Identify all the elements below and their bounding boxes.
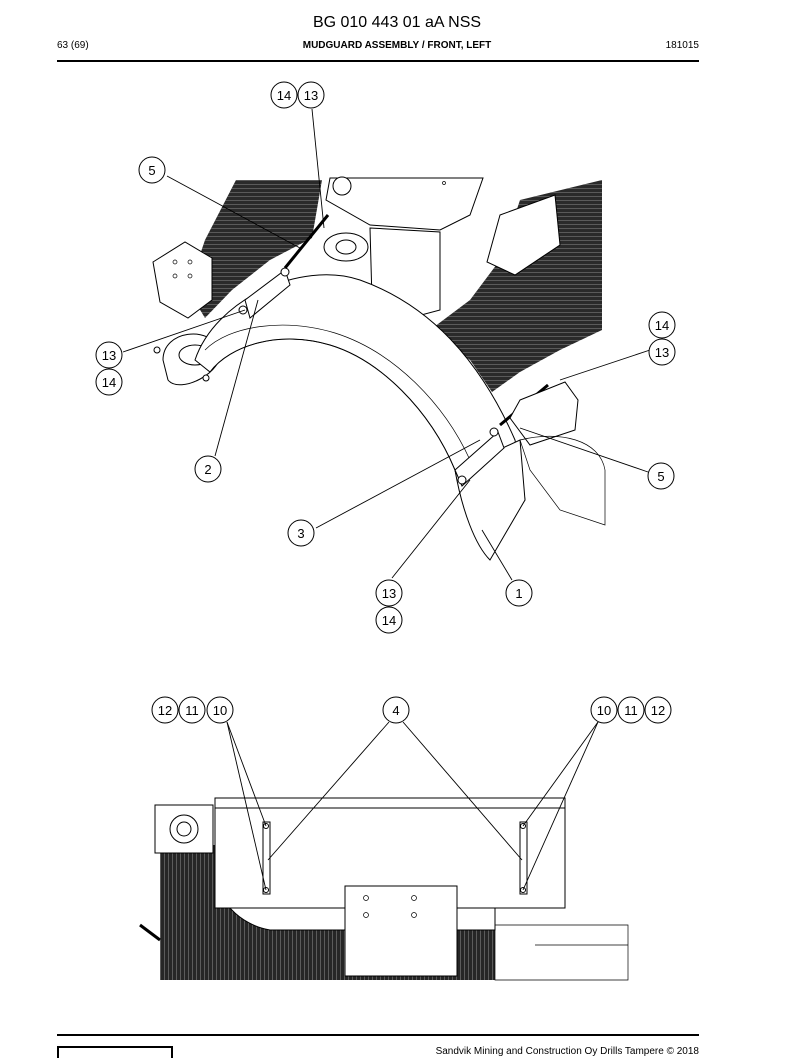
svg-text:4: 4 [392,703,399,718]
right-bracket [509,381,579,446]
document-date: 181015 [665,40,699,51]
callout-14-bottom: 14 [375,606,403,634]
frame-top [325,177,484,231]
callout-13-right: 13 [648,338,676,366]
svg-text:14: 14 [277,88,291,103]
sandvik-logo [57,1046,173,1058]
svg-text:5: 5 [657,469,664,484]
svg-text:10: 10 [597,703,611,718]
callout-10-left: 10 [206,696,234,724]
svg-text:13: 13 [102,348,116,363]
svg-text:10: 10 [213,703,227,718]
callout-5-right: 5 [647,462,675,490]
track-window [486,194,561,276]
callout-10-right: 10 [590,696,618,724]
svg-text:14: 14 [382,613,396,628]
svg-text:13: 13 [655,345,669,360]
footer-copyright: Sandvik Mining and Construction Oy Drill… [435,1046,699,1057]
callout-11-right: 11 [617,696,645,724]
callout-12-right: 12 [644,696,672,724]
side-frame [344,885,458,977]
page-title: MUDGUARD ASSEMBLY / FRONT, LEFT [302,40,492,51]
callout-2: 2 [194,455,222,483]
callout-12-left: 12 [151,696,179,724]
document-number: BG 010 443 01 aA NSS [312,14,482,31]
callout-14-top: 14 [270,81,298,109]
callout-13-top: 13 [297,81,325,109]
callout-3: 3 [287,519,315,547]
svg-text:14: 14 [655,318,669,333]
callout-11-left: 11 [178,696,206,724]
callout-13-bottom: 13 [375,579,403,607]
side-view [139,721,629,981]
svg-text:14: 14 [102,375,116,390]
svg-text:2: 2 [204,462,211,477]
svg-text:13: 13 [382,586,396,601]
svg-text:11: 11 [185,703,199,718]
callout-14-left: 14 [95,368,123,396]
svg-text:12: 12 [651,703,665,718]
callout-1: 1 [505,579,533,607]
left-bracket [152,241,213,319]
callout-14-right: 14 [648,311,676,339]
svg-text:3: 3 [297,526,304,541]
svg-text:5: 5 [148,163,155,178]
page-count: 63 (69) [57,40,89,51]
left-track [188,180,322,318]
footer-rule [57,1034,699,1036]
header-rule [57,60,699,62]
svg-text:11: 11 [624,703,638,718]
callout-13-left: 13 [95,341,123,369]
callout-4: 4 [382,696,410,724]
svg-text:13: 13 [304,88,318,103]
svg-text:12: 12 [158,703,172,718]
isometric-view [122,108,651,581]
svg-text:1: 1 [515,586,522,601]
callout-5-left: 5 [138,156,166,184]
